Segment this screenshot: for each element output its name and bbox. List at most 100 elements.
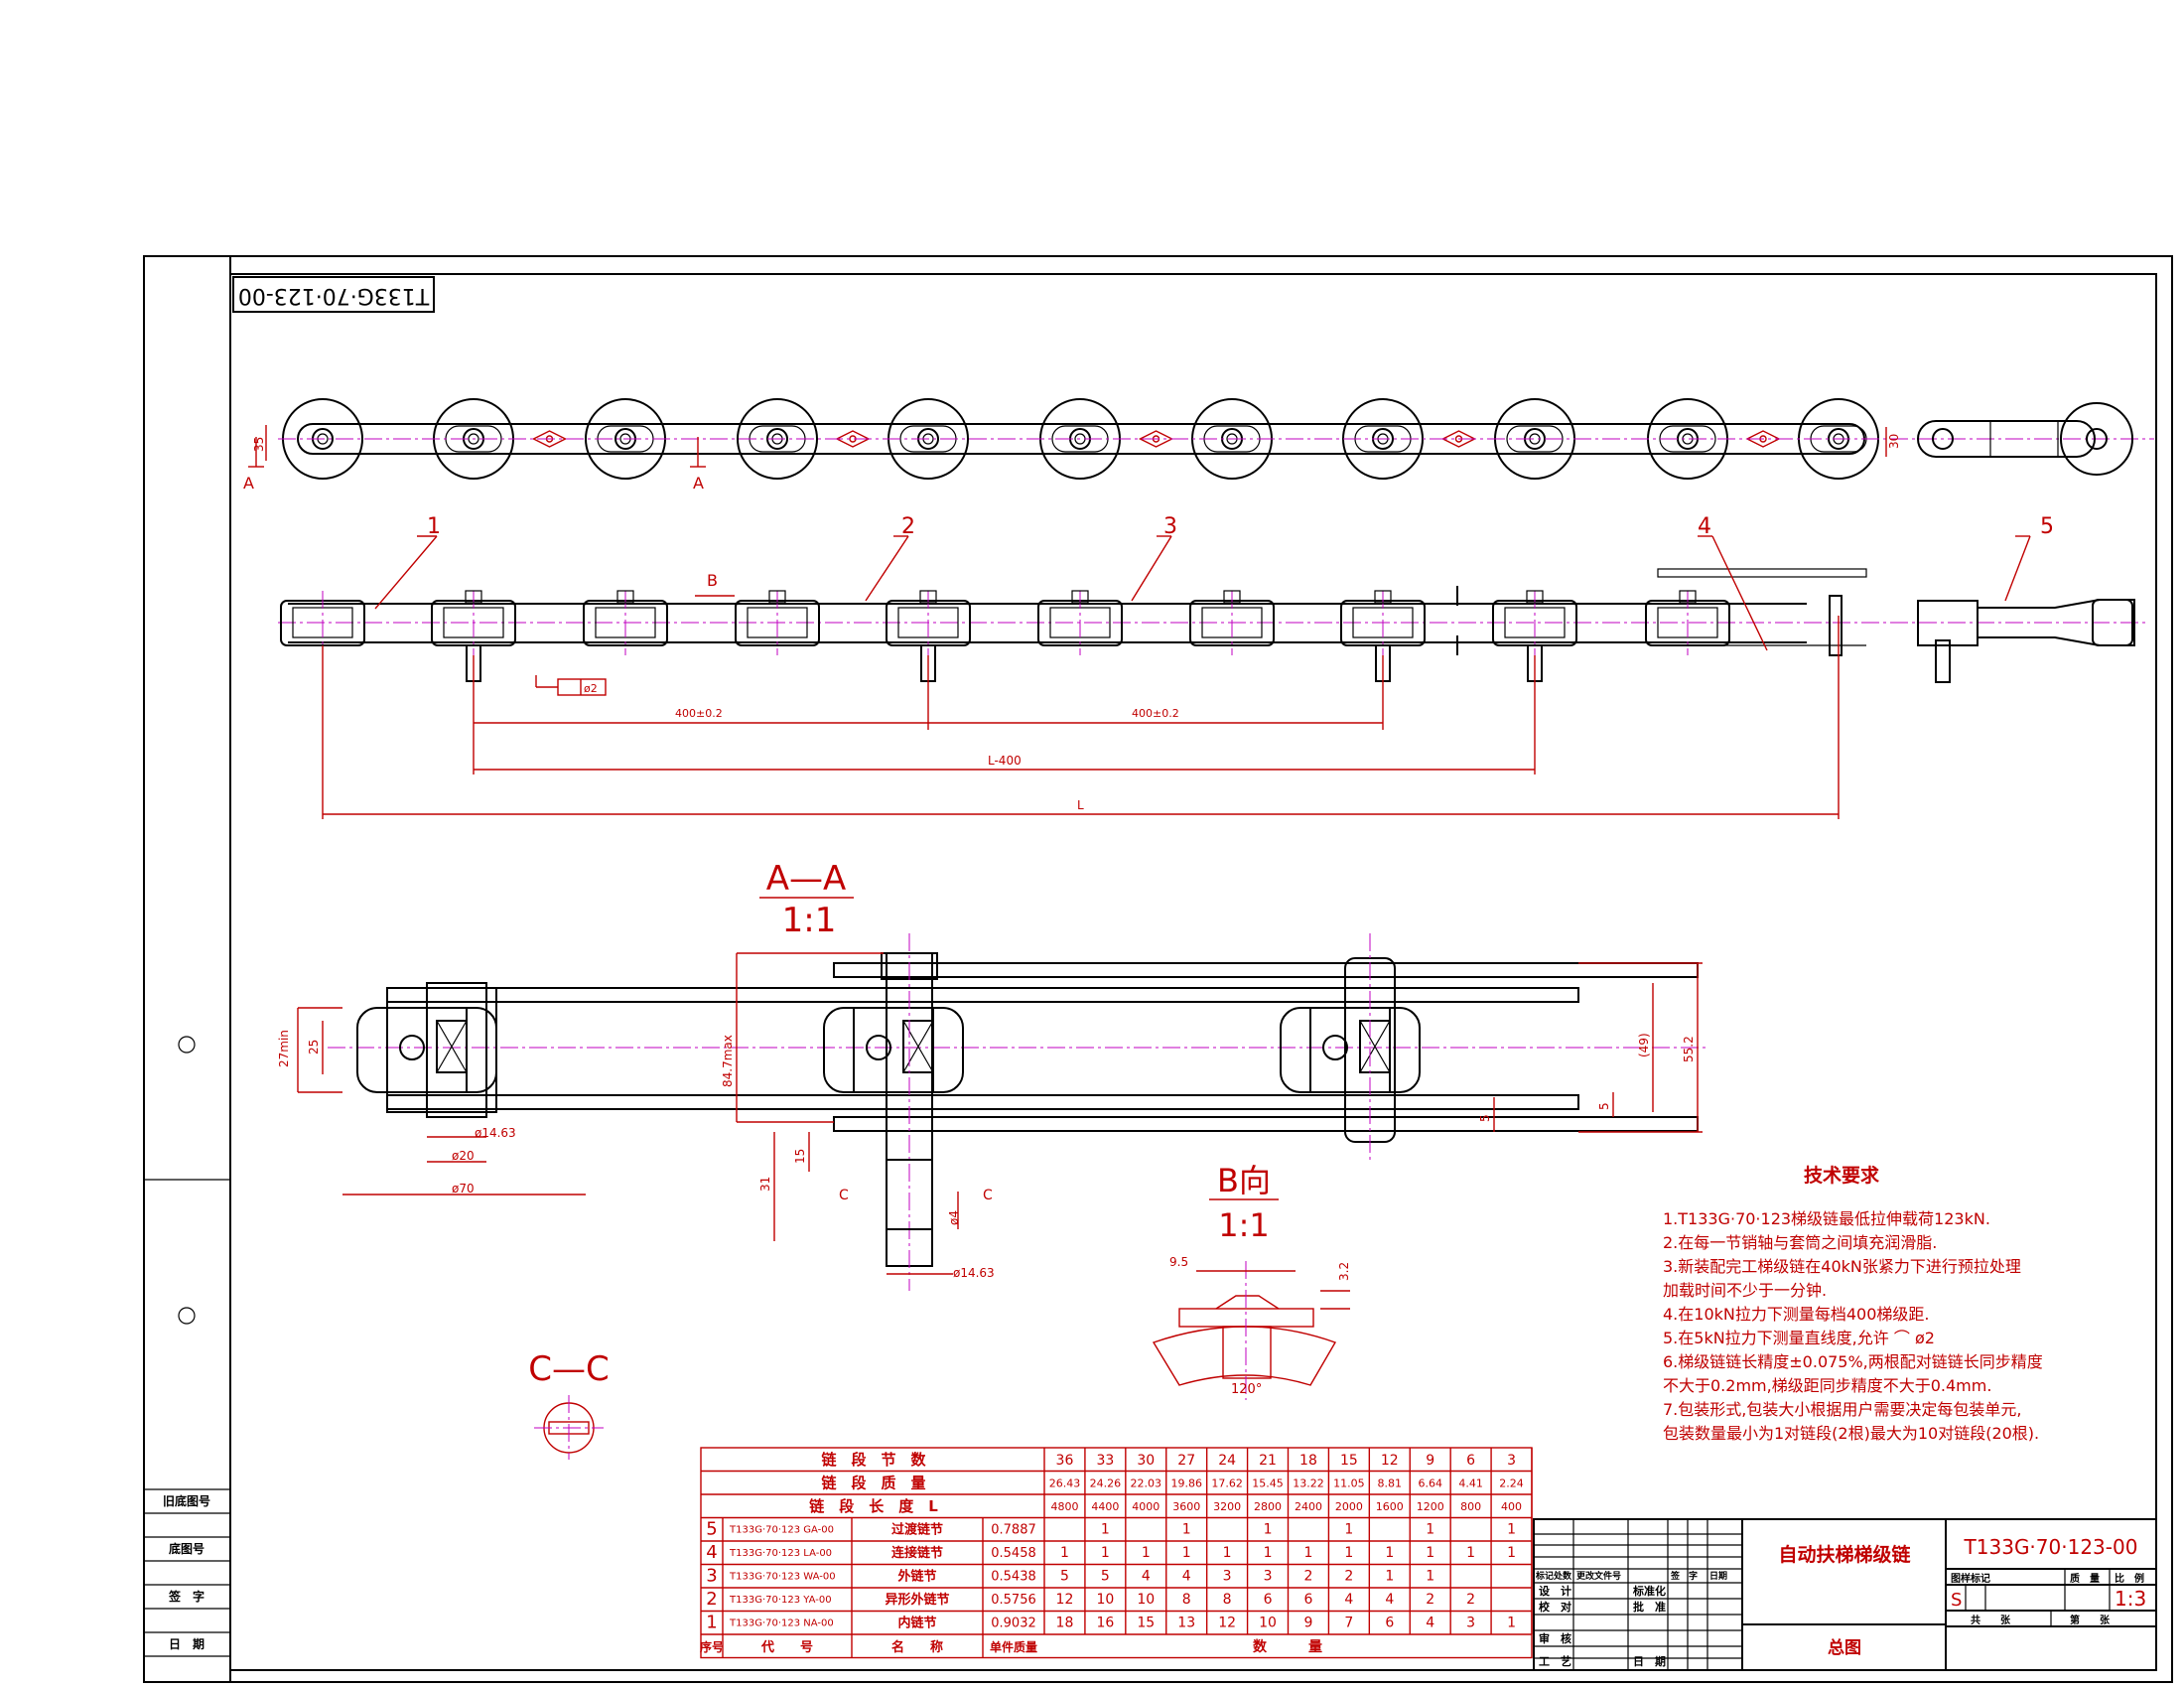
part-qty: 1 [1101,1522,1110,1538]
roller-wheel [2060,402,2133,476]
outer-border [143,255,2173,1683]
ball [399,1035,425,1060]
drawing-number-box [232,276,435,313]
tb-ratio: 比 例 [2115,1572,2144,1585]
part-qty: 1 [1385,1545,1394,1561]
part-no: 4 [706,1542,717,1563]
tb-stage: S [1951,1590,1962,1611]
section-length: 2000 [1335,1500,1363,1513]
section-mark-a-right: A [693,474,704,492]
dim-84-7max: 84.7max [721,1035,735,1087]
roller-tyre [823,1007,964,1093]
part-qty: 4 [1182,1569,1191,1585]
part-qty: 2 [1344,1569,1353,1585]
dim-25: 25 [307,1040,321,1055]
section-markers: A A B [243,437,735,597]
tb-sheet: 第 张 [2070,1614,2111,1626]
tb-r1-0: 标记处数 [1535,1570,1572,1582]
roller-diag [436,1020,468,1073]
dim-5a: 5 [1478,1114,1492,1122]
tech-item-7: 7.包装形式,包装大小根据用户需要决定每包装单元, [1663,1400,2021,1419]
section-mass: 4.41 [1458,1477,1483,1490]
outer-link-plate-bottom [833,1116,1699,1132]
tb-r1-1: 更改文件号 [1576,1570,1621,1582]
dim-55-2: 55.2 [1682,1036,1696,1062]
pin-head [1526,590,1544,604]
section-mass: 17.62 [1211,1477,1243,1490]
dim-30: 30 [1887,434,1901,449]
section-length: 2800 [1254,1500,1282,1513]
section-mass: 2.24 [1499,1477,1524,1490]
tb-std: 标准化 [1632,1584,1666,1598]
section-length: 800 [1460,1500,1481,1513]
section-mark-b: B [707,571,718,590]
section-length: 4000 [1132,1500,1160,1513]
part-callouts: 1 2 3 4 5 [374,514,2054,651]
tb-date: 日 期 [1633,1654,1666,1668]
part-qty: 12 [1218,1616,1236,1631]
part-code: T133G·70·123 NA-00 [729,1618,834,1629]
part-qty: 3 [1264,1569,1273,1585]
transition-pin [1935,639,1951,683]
section-count: 36 [1056,1453,1074,1469]
section-length: 3200 [1213,1500,1241,1513]
tech-item-7b: 包装数量最小为1对链段(2根)最大为10对链段(20根). [1663,1424,2039,1443]
section-count: 6 [1466,1453,1475,1469]
pin-head [1223,590,1241,604]
part-qty: 1 [1344,1545,1353,1561]
part-qty: 1 [1426,1522,1434,1538]
callout-5: 5 [2040,514,2054,539]
part-qty: 10 [1259,1616,1277,1631]
section-mark-c-left: C [839,1188,849,1203]
dim-4: ø4 [947,1210,961,1225]
ball [866,1035,891,1060]
bush-inner [426,982,487,1118]
section-count: 9 [1426,1453,1434,1469]
dim-14-63-a: ø14.63 [475,1126,516,1140]
part-qty: 2 [1466,1592,1475,1608]
b-view: B向 1:1 9.5 3.2 120° [1152,1162,1351,1400]
chain-top-view [278,398,2154,480]
part-qty: 4 [1344,1592,1353,1608]
tech-item-4: 4.在10kN拉力下测量每档400梯级距. [1663,1305,1930,1324]
tech-item-1: 1.T133G·70·123梯级链最低拉伸载荷123kN. [1663,1209,1990,1228]
dim-5b: 5 [1597,1102,1611,1110]
strip-label-0: 旧底图号 [163,1493,210,1508]
section-mark-a-left: A [243,474,254,492]
view-aa-scale: 1:1 [782,901,837,940]
callout-2: 2 [901,514,915,539]
dim-27min: 27min [277,1030,291,1067]
dim-70: ø70 [452,1182,475,1196]
part-qty: 6 [1303,1592,1312,1608]
bush-outer [386,987,497,1113]
part-code: T133G·70·123 LA-00 [729,1548,832,1559]
roller-diag [902,1020,934,1073]
section-mass: 26.43 [1049,1477,1081,1490]
chain-front-view [278,568,2149,683]
section-length: 3600 [1172,1500,1200,1513]
section-mass: 22.03 [1131,1477,1162,1490]
technical-requirements: 技术要求 1.T133G·70·123梯级链最低拉伸载荷123kN. 2.在每一… [1663,1164,2043,1443]
dim-l-400: L-400 [988,754,1022,768]
pin-section-hatch [886,1159,933,1230]
callout-1: 1 [427,514,441,539]
section-length: 4800 [1050,1500,1078,1513]
tb-r1-2: 签 字 [1670,1570,1698,1582]
part-code: T133G·70·123 GA-00 [729,1525,834,1536]
part-qty: 1 [1426,1569,1434,1585]
section-mass: 6.64 [1418,1477,1442,1490]
part-qty: 5 [1101,1569,1110,1585]
section-count: 21 [1259,1453,1277,1469]
part-name: 过渡链节 [891,1522,943,1538]
pin-head [919,590,937,604]
pin-head [465,590,482,604]
section-mark-c-right: C [983,1188,993,1203]
dim-20: ø20 [452,1149,475,1163]
section-count: 33 [1096,1453,1114,1469]
dim-pitch-1: 400±0.2 [675,707,723,720]
tech-item-6: 6.梯级链链长精度±0.075%,两根配对链链长同步精度 [1663,1352,2043,1371]
dim-35: 35 [252,437,266,452]
table-row-label: 链 段 长 度 L [809,1497,938,1515]
roller-wheel [737,398,818,480]
